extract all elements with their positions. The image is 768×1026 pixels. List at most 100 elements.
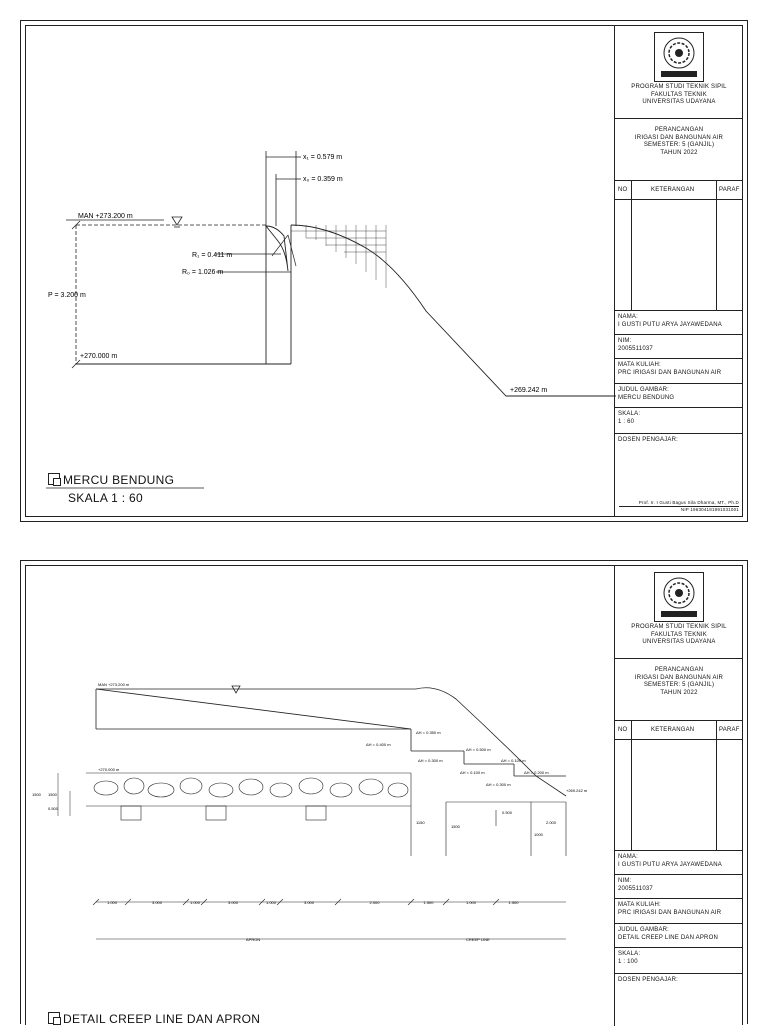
university-seal-2 [654, 572, 704, 622]
dosen-cell-2: DOSEN PENGAJAR: [615, 974, 743, 1026]
head-loss-8: ΔH = 0.300 m [486, 782, 511, 787]
dim-1000: 1000 [534, 832, 544, 837]
skala-value: 1 : 60 [618, 418, 635, 425]
dim-2000: 2.000 [546, 820, 557, 825]
faculty-text: FAKULTAS TEKNIK [650, 91, 707, 98]
label-man-2: MAN +273.200 m [98, 682, 130, 687]
skala-label: SKALA: [618, 411, 641, 417]
dim-chain-tick [92, 898, 100, 906]
nim-cell-2: NIM: 2005511037 [615, 875, 743, 899]
matkul-label: MATA KULIAH: [618, 362, 661, 368]
dim-chain-tick [334, 898, 342, 906]
dim-chain-tick [407, 898, 415, 906]
program-text: PROGRAM STUDI TEKNIK SIPIL [631, 84, 727, 90]
revision-table: NO KETERANGAN PARAF [615, 181, 743, 311]
dim-chain-label: 1.500 [424, 900, 435, 905]
revision-table-2: NO KETERANGAN PARAF [615, 721, 743, 851]
creep-line-drawing: MAN +273.200 m [32, 682, 588, 942]
radius-lines [216, 234, 297, 273]
label-elev-269-2: +269.242 m [566, 788, 588, 793]
course-line1: PERANCANGAN [654, 127, 704, 133]
dosen-label: DOSEN PENGAJAR: [618, 437, 679, 443]
dim-chain-label: 3.000 [152, 900, 163, 905]
detail-marker-icon-2 [48, 1012, 61, 1025]
dim-chain-label: 1.500 [509, 900, 520, 905]
course-line2-2: IRIGASI DAN BANGUNAN AIR [634, 674, 724, 681]
drawing-title-text-2: DETAIL CREEP LINE DAN APRON [63, 1012, 261, 1026]
height-dimension [71, 220, 81, 369]
nama-cell-2: NAMA: I GUSTI PUTU ARYA JAYAWEDANA [615, 851, 743, 875]
head-loss-1: ΔH = 0.350 m [416, 730, 441, 735]
label-elev-270-2: +270.000 m [98, 767, 120, 772]
course-line2: IRIGASI DAN BANGUNAN AIR [634, 134, 724, 141]
dim-1500c: 1500 [451, 824, 461, 829]
head-loss-4: ΔH = 0.500 m [466, 747, 491, 752]
dim-chain-tick [258, 898, 266, 906]
nama-value: I GUSTI PUTU ARYA JAYAWEDANA [618, 321, 722, 328]
title-block-1: PROGRAM STUDI TEKNIK SIPIL FAKULTAS TEKN… [614, 26, 743, 516]
institution-cell: PROGRAM STUDI TEKNIK SIPIL FAKULTAS TEKN… [615, 26, 743, 119]
weir-section [95, 685, 567, 797]
coordinate-grid [291, 225, 387, 288]
dim-1500b: 1500 [48, 792, 58, 797]
label-elev-269: +269.242 m [510, 387, 547, 394]
dosen-cell: DOSEN PENGAJAR: Prof. Ir. I Gusti Bagus … [615, 434, 743, 516]
horizontal-dimension-chain [96, 901, 566, 940]
judul-value: MERCU BENDUNG [618, 394, 675, 401]
judul-cell-2: JUDUL GAMBAR: DETAIL CREEP LINE DAN APRO… [615, 924, 743, 948]
dim-chain-tick [124, 898, 132, 906]
dim-500b: 0.500 [502, 810, 513, 815]
label-creep-line: CREEP LINE [466, 937, 490, 942]
judul-cell: JUDUL GAMBAR: MERCU BENDUNG [615, 384, 743, 408]
dim-1500: 1500 [32, 792, 42, 797]
course-line3: SEMESTER: 5 (GANJIL) [643, 142, 715, 148]
drawing-title-1: MERCU BENDUNG [48, 473, 174, 487]
crest-dimensions [265, 151, 301, 226]
weir-body [76, 224, 616, 397]
label-x0: x₀ = 0.359 m [303, 176, 343, 183]
drawing-sheet-1: x₁ = 0.579 m x₀ = 0.359 m MAN +273.200 m [20, 20, 748, 522]
matkul-value-2: PRC IRIGASI DAN BANGUNAN AIR [618, 909, 722, 916]
label-r0: R₀ = 1.026 m [182, 269, 223, 276]
dim-chain-label: 3.000 [304, 900, 315, 905]
head-loss-3: ΔH = 0.300 m [418, 758, 443, 763]
faculty-text-2: FAKULTAS TEKNIK [650, 631, 707, 638]
col-paraf-2: PARAF [719, 727, 740, 733]
dim-chain-tick [442, 898, 450, 906]
col-keterangan: KETERANGAN [651, 187, 695, 193]
program-text-2: PROGRAM STUDI TEKNIK SIPIL [631, 624, 727, 630]
head-loss-7: ΔH = 0.200 m [524, 770, 549, 775]
riprap-layer [86, 772, 567, 856]
judul-label-2: JUDUL GAMBAR: [618, 927, 670, 933]
course-line4: TAHUN 2022 [660, 149, 698, 156]
university-text: UNIVERSITAS UDAYANA [642, 99, 716, 105]
label-p: P = 3.200 m [48, 292, 86, 299]
nama-cell: NAMA: I GUSTI PUTU ARYA JAYAWEDANA [615, 311, 743, 335]
dim-chain-tick [492, 898, 500, 906]
col-paraf: PARAF [719, 187, 740, 193]
nim-label-2: NIM: [618, 878, 632, 884]
dosen-nip: NIP 196304181991031001 [680, 507, 739, 512]
judul-value-2: DETAIL CREEP LINE DAN APRON [618, 934, 718, 941]
dim-chain-tick [182, 898, 190, 906]
drawing-scale-1: SKALA 1 : 60 [68, 491, 143, 505]
head-loss-5: ΔH = 0.100 m [460, 770, 485, 775]
label-r1: R₁ = 0.411 m [192, 252, 232, 259]
dim-chain-tick [276, 898, 284, 906]
nim-label: NIM: [618, 338, 632, 344]
drawing-title-text: MERCU BENDUNG [63, 473, 175, 487]
institution-cell-2: PROGRAM STUDI TEKNIK SIPIL FAKULTAS TEKN… [615, 566, 743, 659]
col-no-2: NO [618, 727, 628, 733]
skala-cell: SKALA: 1 : 60 [615, 408, 743, 434]
dim-1150: 1150 [416, 820, 425, 825]
matkul-value: PRC IRIGASI DAN BANGUNAN AIR [618, 369, 722, 376]
course-line4-2: TAHUN 2022 [660, 689, 698, 696]
dosen-label-2: DOSEN PENGAJAR: [618, 977, 679, 983]
drawing-scale-text: SKALA 1 : 60 [68, 491, 143, 505]
skala-cell-2: SKALA: 1 : 100 [615, 948, 743, 974]
detail-marker-icon [48, 473, 61, 486]
drawing-frame-1: x₁ = 0.579 m x₀ = 0.359 m MAN +273.200 m [25, 25, 743, 517]
drawing-title-2: DETAIL CREEP LINE DAN APRON [48, 1012, 260, 1026]
judul-label: JUDUL GAMBAR: [618, 387, 670, 393]
